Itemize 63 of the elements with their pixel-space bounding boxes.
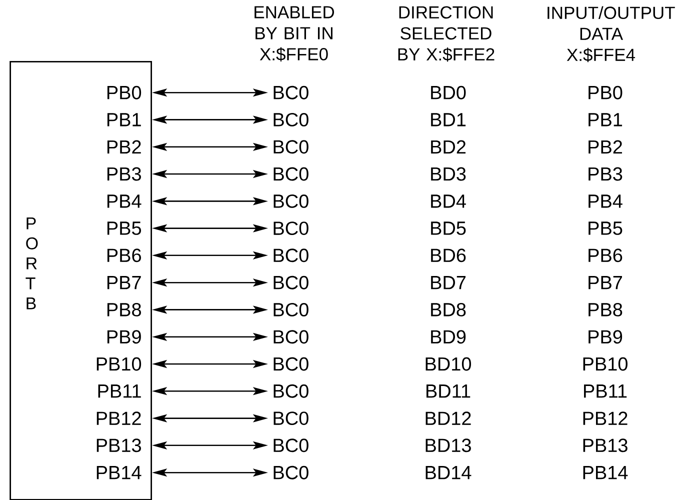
- table-cell: BD9: [431, 330, 466, 344]
- table-cell: PB11: [584, 384, 627, 398]
- pin-label: PB1: [107, 113, 141, 126]
- table-cell: BD2: [431, 140, 466, 154]
- table-cell: PB8: [588, 302, 622, 316]
- bit-label: BC0: [274, 412, 308, 426]
- table-cell: BD3: [431, 167, 466, 181]
- pin-label: PB0: [107, 86, 142, 100]
- table-cell: BD12: [426, 412, 471, 425]
- bit-label: BC0: [274, 357, 308, 371]
- table-cell: PB3: [588, 167, 622, 181]
- pin-label: PB10: [96, 357, 142, 371]
- bit-label: BC0: [274, 86, 308, 100]
- pin-label: PB12: [96, 412, 141, 425]
- table-cell: BD6: [431, 248, 466, 262]
- bit-label: BC0: [274, 248, 308, 262]
- table-cell: PB4: [588, 194, 622, 208]
- pin-label: PB6: [107, 248, 141, 262]
- pin-label: PB7: [107, 276, 141, 290]
- table-cell: PB0: [588, 86, 622, 100]
- table-cell: BD7: [431, 276, 466, 290]
- bit-label: BC0: [274, 194, 308, 208]
- table-cell: PB10: [583, 357, 628, 371]
- column-header: ENABLED BY BIT IN X:$FFE0: [254, 6, 334, 62]
- column-header: INPUT/OUTPUT DATA X:$FFE4: [548, 6, 675, 62]
- pin-label: PB2: [107, 140, 141, 154]
- bit-label: BC0: [274, 330, 308, 344]
- bit-label: BC0: [274, 276, 308, 290]
- pin-label: PB3: [107, 167, 141, 181]
- table-cell: PB9: [588, 330, 622, 344]
- pin-label: PB5: [107, 222, 141, 235]
- column-header: DIRECTION SELECTED BY X:$FFE2: [398, 6, 494, 62]
- pin-label: PB8: [107, 302, 141, 316]
- table-cell: BD14: [426, 466, 472, 480]
- table-cell: BD13: [426, 438, 471, 452]
- table-cell: PB13: [583, 438, 628, 452]
- pin-label: PB4: [107, 194, 142, 208]
- table-cell: PB14: [583, 466, 628, 480]
- pin-label: PB11: [98, 384, 141, 398]
- bit-label: BC0: [274, 112, 308, 126]
- bit-label: BC0: [274, 302, 308, 316]
- table-cell: BD11: [426, 384, 470, 398]
- table-cell: BD4: [431, 194, 466, 208]
- table-cell: PB2: [588, 140, 622, 154]
- table-cell: BD1: [431, 113, 466, 126]
- bit-label: BC0: [274, 140, 308, 154]
- table-cell: BD5: [431, 222, 466, 235]
- table-cell: PB5: [588, 222, 622, 235]
- table-cell: BD0: [431, 86, 466, 100]
- bit-label: BC0: [274, 438, 308, 452]
- bit-label: BC0: [274, 384, 308, 398]
- pin-label: PB9: [107, 330, 141, 344]
- table-cell: BD10: [426, 357, 472, 371]
- table-cell: PB12: [583, 412, 628, 425]
- table-cell: PB1: [588, 113, 622, 126]
- bit-label: BC0: [274, 222, 308, 236]
- bit-label: BC0: [274, 466, 308, 480]
- table-cell: PB6: [588, 248, 622, 262]
- bit-label: BC0: [274, 167, 308, 181]
- table-cell: BD8: [431, 302, 466, 316]
- table-cell: PB7: [588, 276, 622, 290]
- pin-label: PB14: [96, 466, 142, 480]
- pin-label: PB13: [96, 438, 141, 452]
